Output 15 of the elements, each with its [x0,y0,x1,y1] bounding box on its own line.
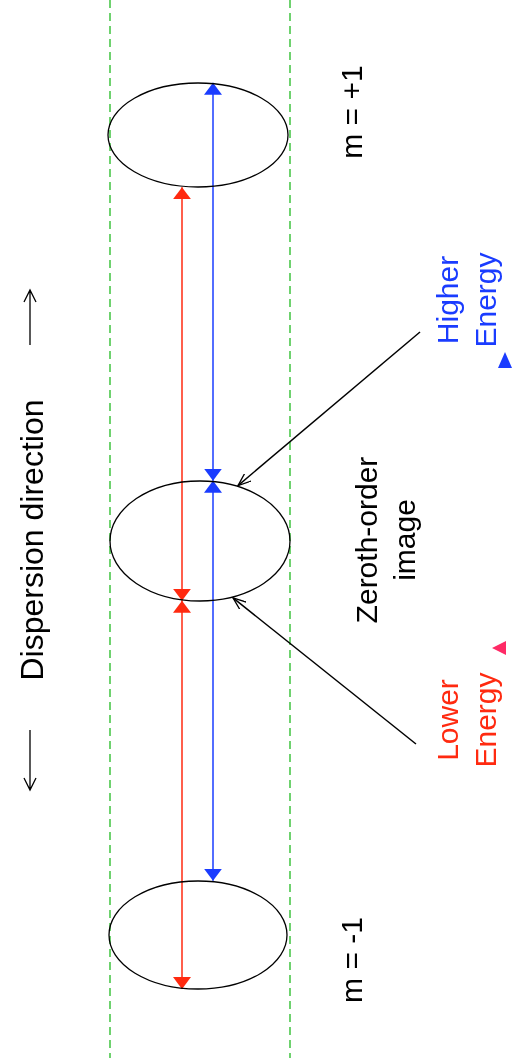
order-label: m = -1 [334,916,370,1005]
double-arrow [204,479,222,882]
double-arrow [173,600,191,990]
axis-label: Dispersion direction [13,398,51,683]
order-label: m = +1 [334,64,370,161]
energy-label: Lower Energy [428,655,504,785]
order-label: Zeroth-order image [348,455,422,626]
ellipse [108,880,288,990]
double-arrow [204,81,222,482]
ellipse [107,82,289,188]
leader-arrow [237,331,421,487]
energy-label: Higher Energy [428,235,504,365]
ellipse [109,480,291,602]
leader-arrow [232,597,417,745]
double-arrow [173,186,191,602]
